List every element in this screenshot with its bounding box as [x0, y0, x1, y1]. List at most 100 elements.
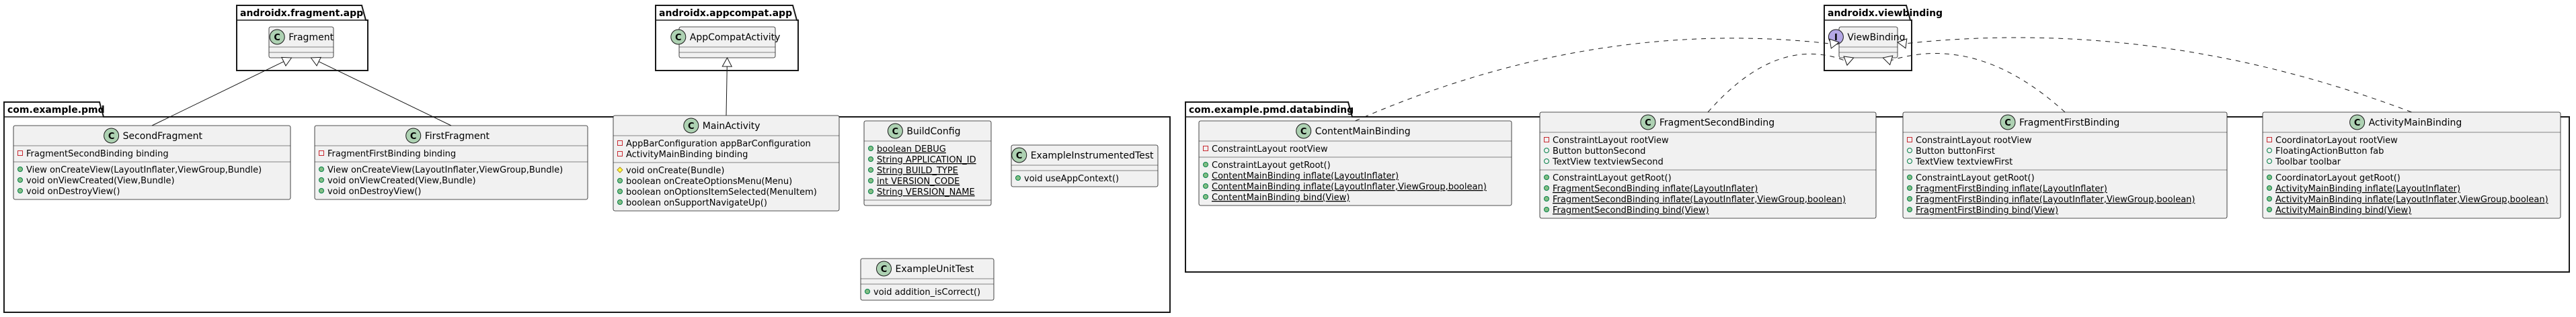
method: boolean onSupportNavigateUp()	[617, 198, 767, 208]
field: String VERSION_NAME	[868, 187, 975, 197]
field: FragmentFirstBinding binding	[319, 149, 456, 159]
field: FragmentSecondBinding binding	[17, 149, 169, 159]
public-visibility-icon	[1544, 196, 1549, 201]
stereotype-letter: C	[892, 127, 899, 137]
stereotype-letter: C	[675, 33, 682, 43]
class-box	[860, 258, 994, 301]
field: boolean DEBUG	[868, 144, 946, 154]
inheritance-arrowhead	[721, 56, 733, 67]
public-visibility-icon	[868, 156, 873, 162]
method: FragmentFirstBinding inflate(LayoutInfla…	[1907, 195, 2195, 205]
method-text: void addition_isCorrect()	[873, 287, 980, 298]
public-visibility-icon	[617, 189, 623, 194]
public-visibility-icon	[868, 146, 873, 151]
inheritance-arrowhead	[1843, 56, 1855, 66]
method: FragmentSecondBinding inflate(LayoutInfl…	[1544, 184, 1758, 194]
field-text: CoordinatorLayout rootView	[2275, 136, 2398, 146]
public-visibility-icon	[17, 188, 23, 193]
method-text: ActivityMainBinding bind(View)	[2275, 206, 2411, 216]
method: ActivityMainBinding bind(View)	[2267, 206, 2411, 216]
private-visibility-icon	[319, 150, 324, 156]
relation-second-fragment-extends-fragment	[151, 56, 292, 126]
stereotype-circle	[1640, 114, 1656, 130]
inheritance-arrowhead	[1896, 38, 1908, 49]
public-visibility-icon	[17, 167, 23, 172]
method-text: View onCreateView(LayoutInflater,ViewGro…	[26, 165, 262, 175]
public-visibility-icon	[1203, 183, 1208, 189]
field: ActivityMainBinding binding	[617, 150, 748, 160]
class-name: Fragment	[288, 32, 334, 43]
class-name: ExampleUnitTest	[896, 264, 974, 275]
class-name: SecondFragment	[123, 131, 203, 142]
stereotype-letter: C	[688, 122, 695, 132]
method: View onCreateView(LayoutInflater,ViewGro…	[17, 165, 262, 175]
method: ConstraintLayout getRoot()	[1907, 173, 2035, 183]
method-text: FragmentFirstBinding inflate(LayoutInfla…	[1916, 184, 2107, 194]
public-visibility-icon	[868, 189, 873, 194]
class-name: ExampleInstrumentedTest	[1031, 150, 1154, 161]
method-text: View onCreateView(LayoutInflater,ViewGro…	[327, 165, 563, 175]
public-visibility-icon	[1907, 185, 1912, 191]
package-title: androidx.fragment.app	[240, 8, 363, 19]
package-title: androidx.appcompat.app	[659, 8, 792, 19]
method-text: CoordinatorLayout getRoot()	[2275, 173, 2401, 183]
public-visibility-icon	[617, 199, 623, 205]
public-visibility-icon	[1544, 148, 1549, 153]
public-visibility-icon	[2267, 196, 2272, 201]
public-visibility-icon	[1907, 207, 1912, 212]
field-text: ActivityMainBinding binding	[626, 150, 748, 160]
method-text: FragmentSecondBinding bind(View)	[1553, 206, 1709, 216]
class-name: BuildConfig	[906, 126, 960, 137]
stereotype-circle	[1011, 147, 1027, 163]
field: ConstraintLayout rootView	[1544, 136, 1669, 146]
stereotype-letter: C	[1016, 151, 1023, 161]
private-visibility-icon	[617, 140, 623, 146]
relation-line	[1906, 37, 2412, 113]
class-stereotype-icon: C	[1640, 114, 1656, 130]
public-visibility-icon	[1015, 175, 1021, 181]
class-stereotype-icon: C	[2349, 114, 2366, 130]
relations-layer	[151, 37, 2412, 126]
stereotype-circle	[887, 123, 903, 139]
class-stereotype-icon: C	[269, 29, 285, 45]
stereotype-circle	[670, 29, 687, 45]
public-visibility-icon	[1907, 148, 1912, 153]
method-text: FragmentFirstBinding inflate(LayoutInfla…	[1916, 195, 2195, 205]
method-text: void onCreate(Bundle)	[626, 166, 724, 176]
method-text: boolean onSupportNavigateUp()	[626, 198, 767, 208]
relation-main-activity-extends-app-compat-activity	[721, 56, 733, 116]
method: void onViewCreated(View,Bundle)	[17, 176, 175, 186]
method: ConstraintLayout getRoot()	[1544, 173, 1672, 183]
public-visibility-icon	[617, 178, 623, 183]
stereotype-letter: C	[274, 33, 280, 43]
method-text: boolean onCreateOptionsMenu(Menu)	[626, 177, 792, 187]
class-stereotype-icon: C	[1296, 123, 1312, 139]
class-box	[863, 120, 992, 206]
public-visibility-icon	[319, 167, 324, 172]
method: FragmentFirstBinding inflate(LayoutInfla…	[1907, 184, 2107, 194]
public-visibility-icon	[1544, 158, 1549, 164]
method-text: ContentMainBinding bind(View)	[1212, 193, 1350, 203]
relation-first-fragment-extends-fragment	[310, 56, 452, 126]
method-text: ConstraintLayout getRoot()	[1916, 173, 2035, 183]
method: View onCreateView(LayoutInflater,ViewGro…	[319, 165, 563, 175]
protected-visibility-icon	[617, 167, 623, 173]
class-fragment[interactable]: C Fragment	[268, 26, 334, 58]
field: ConstraintLayout rootView	[1203, 144, 1328, 154]
package-title: com.example.pmd	[7, 105, 105, 116]
class-box	[1011, 144, 1159, 187]
method: ActivityMainBinding inflate(LayoutInflat…	[2267, 184, 2460, 194]
method-text: FragmentSecondBinding inflate(LayoutInfl…	[1553, 184, 1758, 194]
